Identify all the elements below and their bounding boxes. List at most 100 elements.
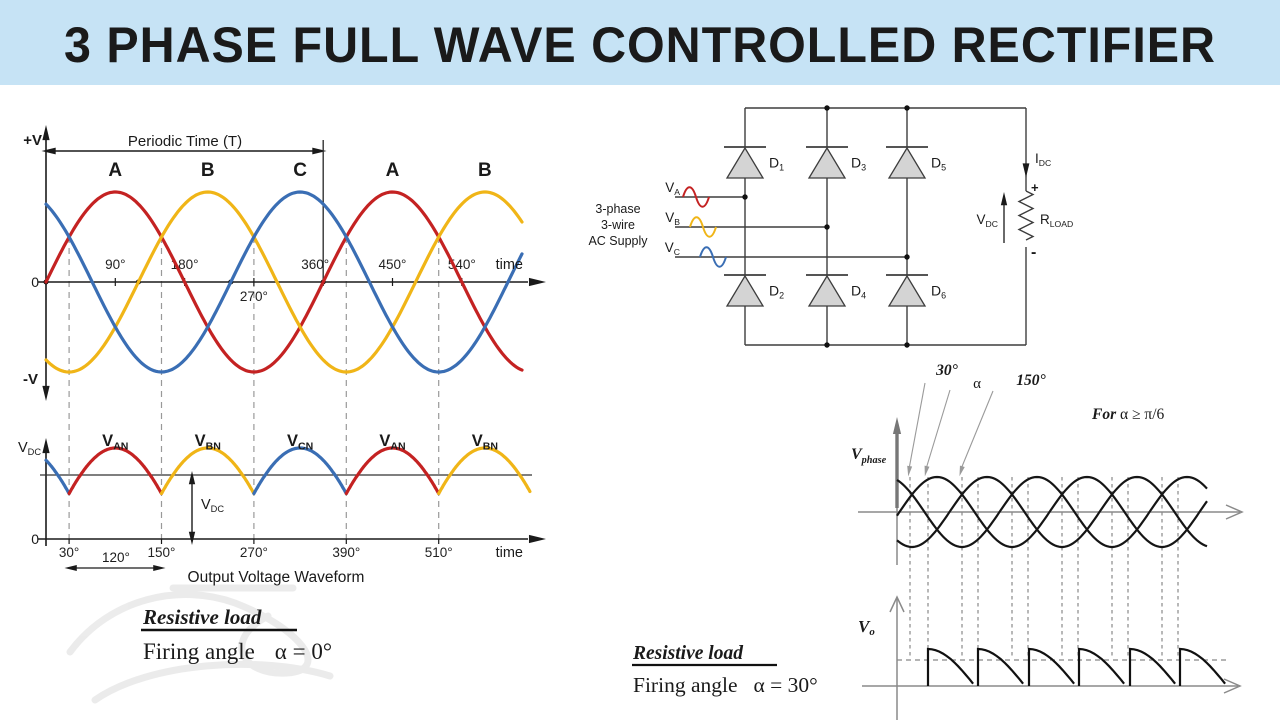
- vo-pulse: [976, 647, 1024, 686]
- annotation-arrowhead: [907, 465, 913, 477]
- vo-pulse: [1178, 647, 1226, 686]
- supply-label-line3: AC Supply: [588, 234, 648, 248]
- envelope-B: [159, 446, 256, 496]
- arrowhead: [188, 531, 196, 545]
- output-curve-label-AN: VAN: [102, 432, 128, 453]
- phase-sine-icon-B: [689, 216, 717, 238]
- plot2-tick-label: 150°: [148, 545, 176, 560]
- title-banner: [0, 0, 1280, 85]
- idc-arrow: [1022, 163, 1030, 178]
- vdc-load-label: VDC: [977, 212, 998, 229]
- supply-label-line2: 3-wire: [601, 218, 635, 232]
- phase-label-B: VB: [665, 210, 680, 227]
- diode-label-D1: D1: [769, 155, 784, 173]
- phase-label-B: B: [478, 160, 492, 181]
- diode-D6-icon: [887, 274, 927, 307]
- vo-pulse: [926, 647, 974, 686]
- output-curve-label-CN: VCN: [287, 432, 313, 453]
- arrowhead: [42, 125, 50, 141]
- resistor-icon: [1017, 190, 1035, 241]
- junction-dot: [824, 105, 830, 111]
- arrowhead: [42, 385, 50, 401]
- phase-sine-icon-A: [682, 186, 710, 208]
- periodic-time-label: Periodic Time (T): [128, 133, 242, 150]
- diode-D3-icon: [807, 146, 847, 179]
- phase-label-A: A: [108, 160, 122, 181]
- plot1-tick-label: 270°: [240, 289, 268, 304]
- vo-y-arrowhead: [889, 595, 905, 613]
- vphase-label: Vphase: [851, 446, 887, 466]
- rload-label: RLOAD: [1040, 212, 1073, 229]
- plot2-time-label: time: [496, 545, 523, 561]
- plot2-ylabel: VDC: [18, 440, 41, 457]
- plot1-zero-label: 0: [31, 274, 39, 290]
- phase-label-A: VA: [665, 180, 680, 197]
- diode-label-D6: D6: [931, 283, 946, 301]
- watermark-squiggle: [66, 584, 334, 704]
- page-title: 3 PHASE FULL WAVE CONTROLLED RECTIFIER: [64, 17, 1216, 73]
- arrowhead: [42, 438, 50, 454]
- arrowhead: [188, 471, 196, 485]
- junction-dot: [904, 105, 910, 111]
- span-120-label: 120°: [102, 550, 130, 565]
- diode-D2-icon: [725, 274, 765, 307]
- diode-label-D5: D5: [931, 155, 946, 173]
- junction-dot: [824, 224, 830, 230]
- phase-label-B: B: [201, 160, 215, 181]
- junction-dot: [904, 342, 910, 348]
- envelope-C: [252, 446, 348, 496]
- junction-dot: [824, 342, 830, 348]
- condition-label: For α ≥ π/6: [1091, 406, 1165, 423]
- envelope-A: [67, 446, 164, 496]
- envelope-B: [437, 446, 532, 496]
- phase-C-curve: [44, 190, 524, 374]
- right-note-heading: Resistive load: [632, 643, 743, 664]
- phase-A-curve: [44, 190, 524, 374]
- annotation-150deg: 150°: [1016, 372, 1046, 389]
- plot2-tick-label: 270°: [240, 545, 268, 560]
- phase-label-C: VC: [665, 240, 680, 257]
- annotation-arrowhead: [959, 465, 965, 477]
- arrowhead: [64, 565, 77, 571]
- left-note-heading: Resistive load: [142, 605, 262, 629]
- diode-label-D2: D2: [769, 283, 784, 301]
- plot1-time-label: time: [496, 257, 523, 273]
- vo-x-arrowhead: [1223, 678, 1242, 694]
- vo-label: Vo: [858, 617, 875, 638]
- vphase-sine-1: [896, 475, 1208, 549]
- arrowhead: [153, 565, 166, 571]
- diode-D5-icon: [887, 146, 927, 179]
- annotation-arrow: [960, 390, 994, 470]
- junction-dot: [904, 254, 910, 260]
- vphase-x-arrowhead: [1225, 504, 1244, 520]
- vo-pulse: [1077, 647, 1125, 686]
- plot1-ylabel-plus: +V: [23, 132, 42, 149]
- envelope-A: [344, 446, 441, 496]
- input-waveform-axes: 90°180°270°360°450°540°: [38, 125, 546, 401]
- envelope-C: [44, 458, 71, 496]
- diode-D1-icon: [725, 146, 765, 179]
- plot1-tick-label: 360°: [301, 257, 329, 272]
- plot1-ylabel-minus: -V: [23, 371, 38, 388]
- supply-label-line1: 3-phase: [595, 202, 640, 216]
- junction-dot: [742, 194, 748, 200]
- vphase-arrowhead: [892, 417, 902, 435]
- annotation-alpha: α: [973, 376, 981, 392]
- output-curve-label-BN: VBN: [195, 432, 221, 453]
- output-curve-label-AN: VAN: [379, 432, 405, 453]
- plot2-tick-label: 30°: [59, 545, 79, 560]
- load-plus-label: +: [1031, 180, 1039, 195]
- output-waveform-caption: Output Voltage Waveform: [188, 569, 365, 586]
- load-minus-label: -: [1031, 244, 1036, 261]
- diode-D4-icon: [807, 274, 847, 307]
- annotation-arrow: [908, 382, 926, 470]
- firing-angle-plots: [858, 382, 1244, 725]
- plot2-zero-label: 0: [31, 531, 39, 547]
- annotation-arrowhead: [924, 465, 930, 477]
